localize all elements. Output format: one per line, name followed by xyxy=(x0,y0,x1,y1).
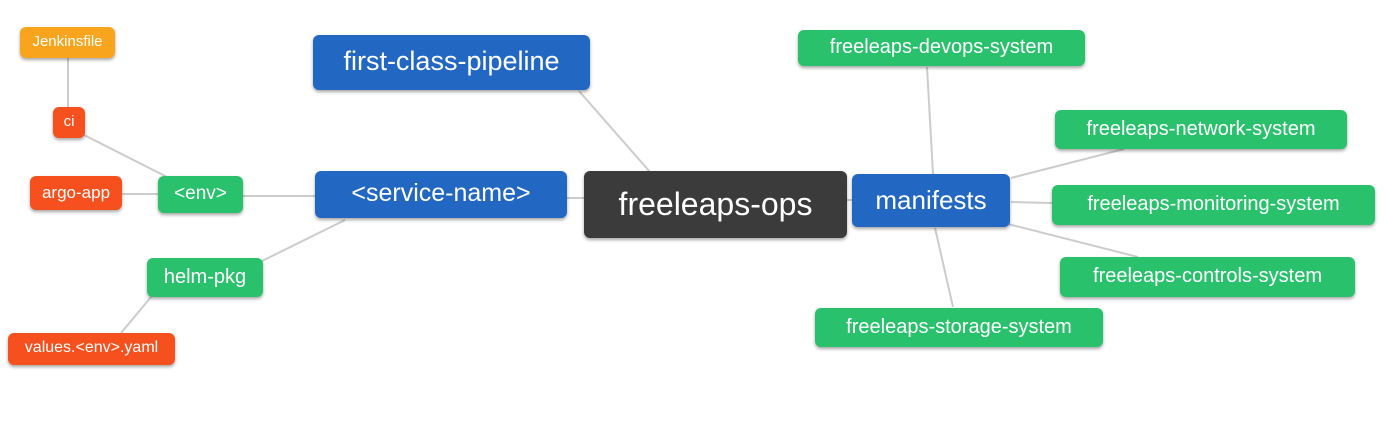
edge-manifests-freeleaps-network-system xyxy=(1010,148,1125,179)
edge-helm-pkg-values-env-yaml xyxy=(120,296,152,334)
edge-manifests-freeleaps-monitoring-system xyxy=(1010,201,1053,204)
node-label: <service-name> xyxy=(351,179,531,207)
node-label: manifests xyxy=(875,184,987,215)
node-service-name[interactable]: <service-name> xyxy=(315,171,567,218)
node-label: values.<env>.yaml xyxy=(24,339,159,356)
node-env[interactable]: <env> xyxy=(158,176,243,213)
node-values-env-yaml[interactable]: values.<env>.yaml xyxy=(8,333,175,365)
node-freeleaps-controls-system[interactable]: freeleaps-controls-system xyxy=(1060,257,1355,297)
node-label: first-class-pipeline xyxy=(343,46,560,76)
node-label: helm-pkg xyxy=(163,265,247,288)
node-label: freeleaps-network-system xyxy=(1086,117,1316,140)
node-label: freeleaps-ops xyxy=(618,185,813,222)
node-label: freeleaps-devops-system xyxy=(829,36,1054,58)
node-label: freeleaps-monitoring-system xyxy=(1087,193,1340,215)
node-manifests[interactable]: manifests xyxy=(852,174,1010,227)
node-label: <env> xyxy=(174,183,227,204)
node-label: freeleaps-storage-system xyxy=(846,315,1072,338)
node-freeleaps-devops-system[interactable]: freeleaps-devops-system xyxy=(798,30,1085,66)
node-freeleaps-storage-system[interactable]: freeleaps-storage-system xyxy=(815,308,1103,347)
node-freeleaps-ops[interactable]: freeleaps-ops xyxy=(584,171,847,238)
node-first-class-pipeline[interactable]: first-class-pipeline xyxy=(313,35,590,90)
edge-ci-env xyxy=(83,134,168,178)
node-jenkinsfile[interactable]: Jenkinsfile xyxy=(20,27,115,58)
node-label: Jenkinsfile xyxy=(32,33,103,50)
node-freeleaps-network-system[interactable]: freeleaps-network-system xyxy=(1055,110,1347,149)
node-argo-app[interactable]: argo-app xyxy=(30,176,122,210)
node-label: ci xyxy=(63,113,75,130)
node-label: argo-app xyxy=(41,182,111,202)
edge-service-name-helm-pkg xyxy=(261,219,346,262)
node-freeleaps-monitoring-system[interactable]: freeleaps-monitoring-system xyxy=(1052,185,1375,225)
node-helm-pkg[interactable]: helm-pkg xyxy=(147,258,263,297)
edge-first-class-pipeline-freeleaps-ops xyxy=(578,90,651,173)
node-label: freeleaps-controls-system xyxy=(1093,265,1322,287)
node-ci[interactable]: ci xyxy=(53,107,85,138)
edge-manifests-freeleaps-controls-system xyxy=(1007,223,1139,258)
edge-manifests-freeleaps-storage-system xyxy=(934,227,954,308)
edge-manifests-freeleaps-devops-system xyxy=(926,66,934,175)
